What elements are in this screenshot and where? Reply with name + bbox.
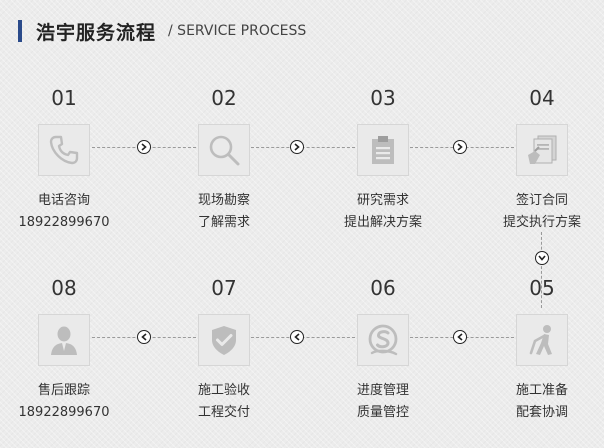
step-title: 研究需求: [356, 193, 409, 208]
step-icon-box: [357, 314, 409, 366]
page-subtitle: / SERVICE PROCESS: [168, 23, 307, 39]
step-number: 04: [529, 86, 555, 110]
step-number: 05: [529, 276, 555, 300]
step-detail: 提交执行方案: [502, 215, 581, 230]
step-detail: 提出解决方案: [343, 215, 422, 230]
person-icon: [51, 326, 77, 355]
process-step-08: 08 售后跟踪 18922899670: [0, 276, 139, 424]
arrow-left-icon: [453, 330, 467, 344]
process-step-07: 07 施工验收 工程交付: [149, 276, 299, 424]
step-number: 02: [211, 86, 237, 110]
step-number: 07: [211, 276, 237, 300]
process-step-04: 04 签订合同 提交执行方案: [467, 86, 604, 234]
step-detail: 配套协调: [515, 405, 568, 420]
step-icon-box: [516, 314, 568, 366]
arrow-left-icon: [290, 330, 304, 344]
step-label: 现场勘察 了解需求: [149, 190, 299, 234]
step-icon-box: [38, 314, 90, 366]
step-detail: 工程交付: [197, 405, 250, 420]
step-label: 售后跟踪 18922899670: [0, 380, 139, 424]
contract-icon: [528, 135, 557, 164]
step-number: 03: [370, 86, 396, 110]
step-detail: 18922899670: [18, 215, 110, 230]
step-number: 01: [51, 86, 77, 110]
step-title: 现场勘察: [197, 193, 250, 208]
header-accent-bar: [18, 20, 22, 42]
step-label: 研究需求 提出解决方案: [308, 190, 458, 234]
worker-icon: [529, 325, 552, 355]
step-title: 签订合同: [515, 193, 568, 208]
step-detail: 18922899670: [18, 405, 110, 420]
step-detail: 质量管控: [356, 405, 409, 420]
step-title: 施工验收: [197, 383, 250, 398]
step-title: 进度管理: [356, 383, 409, 398]
section-header: 浩宇服务流程 / SERVICE PROCESS: [18, 18, 306, 44]
step-icon-box: [198, 314, 250, 366]
step-label: 施工准备 配套协调: [467, 380, 604, 424]
process-step-05: 05 施工准备 配套协调: [467, 276, 604, 424]
step-title: 售后跟踪: [37, 383, 90, 398]
step-detail: 了解需求: [197, 215, 250, 230]
step-icon-box: [38, 124, 90, 176]
page-title: 浩宇服务流程: [36, 21, 157, 44]
magnifier-icon: [209, 135, 240, 166]
step-label: 施工验收 工程交付: [149, 380, 299, 424]
step-icon-box: [516, 124, 568, 176]
connector-line-vertical: [541, 232, 542, 308]
arrow-right-icon: [290, 140, 304, 154]
step-title: 施工准备: [515, 383, 568, 398]
clipboard-icon: [372, 136, 394, 164]
step-icon-box: [357, 124, 409, 176]
arrow-right-icon: [137, 140, 151, 154]
shield-check-icon: [212, 326, 236, 355]
step-label: 签订合同 提交执行方案: [467, 190, 604, 234]
process-step-02: 02 现场勘察 了解需求: [149, 86, 299, 234]
phone-icon: [49, 135, 79, 165]
step-number: 06: [370, 276, 396, 300]
process-step-01: 01 电话咨询 18922899670: [0, 86, 139, 234]
step-title: 电话咨询: [37, 193, 90, 208]
step-icon-box: [198, 124, 250, 176]
process-step-06: 06 进度管理 质量管控: [308, 276, 458, 424]
arrow-right-icon: [453, 140, 467, 154]
step-label: 电话咨询 18922899670: [0, 190, 139, 234]
process-step-03: 03 研究需求 提出解决方案: [308, 86, 458, 234]
step-label: 进度管理 质量管控: [308, 380, 458, 424]
step-number: 08: [51, 276, 77, 300]
arrow-down-icon: [535, 251, 549, 265]
quality-seal-icon: [368, 324, 398, 356]
arrow-left-icon: [137, 330, 151, 344]
